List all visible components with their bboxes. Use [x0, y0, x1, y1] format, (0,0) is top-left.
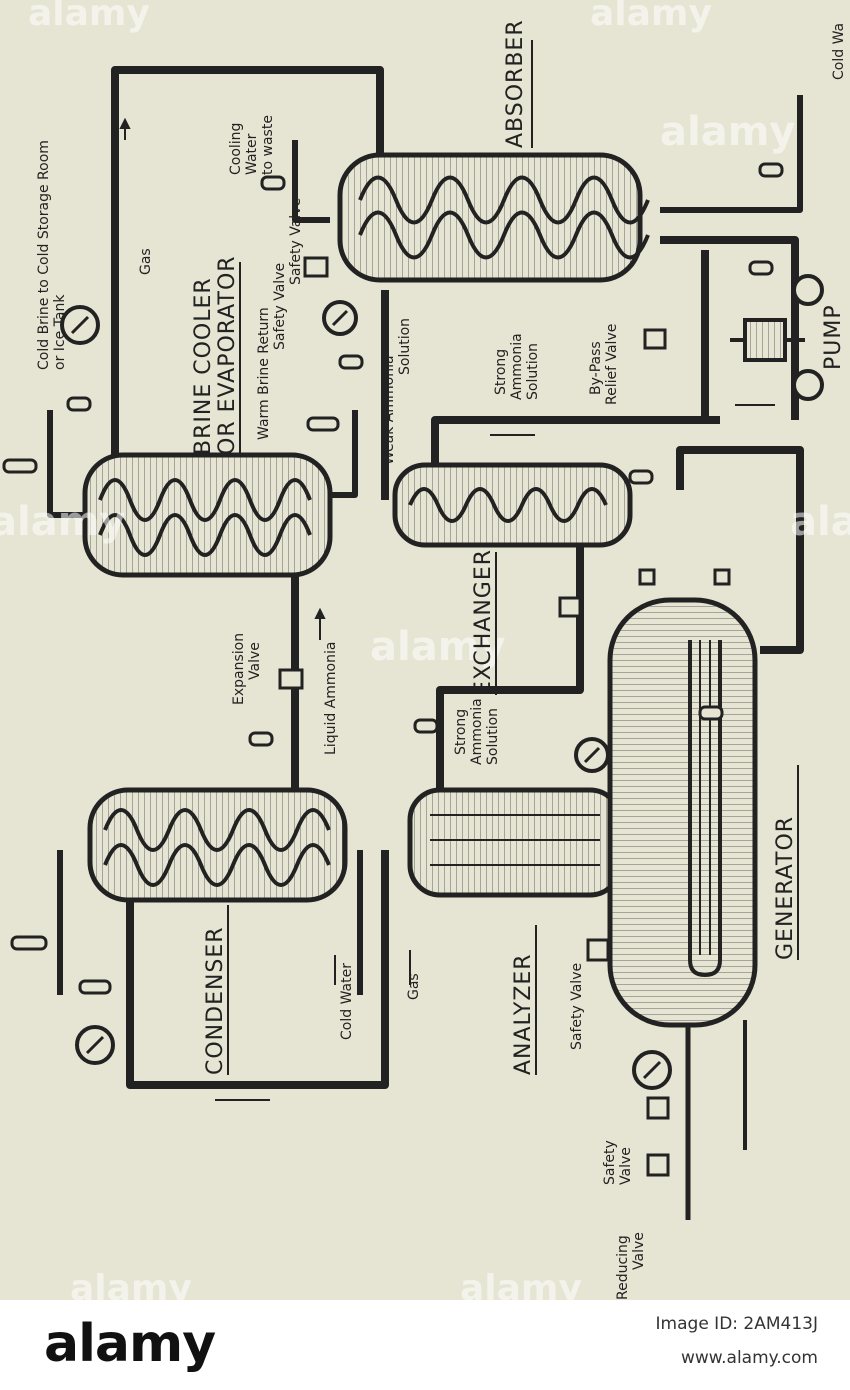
pressure-gauges [60, 300, 672, 1090]
exchanger-vessel [392, 462, 633, 548]
svg-text:Cooling: Cooling [228, 123, 244, 175]
component-titles: ABSORBER BRINE COOLER OR EVAPORATOR EXCH… [191, 19, 846, 1075]
svg-text:Warm Brine Return: Warm Brine Return [256, 307, 272, 440]
watermarks: alamy alamy alamy alamy alamy alamy alam… [0, 0, 850, 1300]
condenser-vessel [87, 787, 348, 903]
evaporator-vessel [82, 452, 333, 578]
svg-text:alamy: alamy [370, 624, 505, 670]
svg-text:Solution: Solution [397, 318, 413, 375]
svg-text:alamy: alamy [660, 109, 795, 155]
svg-text:By-Pass: By-Pass [588, 341, 604, 395]
svg-text:Strong: Strong [453, 709, 469, 755]
svg-text:alamy: alamy [590, 0, 712, 34]
svg-text:Cold Brine to Cold Storage Roo: Cold Brine to Cold Storage Room [36, 140, 52, 370]
svg-text:Safety Valve: Safety Valve [272, 263, 288, 350]
title-pump: PUMP [821, 304, 846, 370]
svg-text:Cold Wa: Cold Wa [831, 23, 847, 80]
analyzer-vessel [407, 787, 623, 898]
title-analyzer: ANALYZER [511, 953, 536, 1075]
title-brine-cooler: BRINE COOLER [191, 277, 216, 455]
svg-text:Safety Valve: Safety Valve [569, 963, 585, 1050]
valves [278, 256, 731, 1177]
svg-text:Ammonia: Ammonia [469, 698, 485, 765]
svg-text:Water: Water [244, 133, 260, 175]
flow-arrows [119, 117, 775, 1101]
svg-text:Solution: Solution [525, 343, 541, 400]
svg-text:Safety Valve: Safety Valve [288, 198, 304, 285]
brand-logo: alamy [44, 1314, 216, 1374]
stock-footer: alamy Image ID: 2AM413J www.alamy.com [0, 1300, 850, 1390]
svg-text:Strong: Strong [493, 349, 509, 395]
svg-text:Reducing: Reducing [615, 1235, 631, 1300]
svg-text:Solution: Solution [485, 708, 501, 765]
svg-text:alamy: alamy [790, 499, 850, 545]
title-evaporator: OR EVAPORATOR [215, 255, 240, 455]
piping [47, 66, 804, 1220]
svg-text:Liquid Ammonia: Liquid Ammonia [323, 642, 339, 755]
title-absorber: ABSORBER [503, 19, 528, 148]
generator-vessel [607, 597, 758, 1028]
refrigeration-diagram: alamy alamy alamy alamy alamy alamy alam… [0, 0, 850, 1300]
svg-text:alamy: alamy [460, 1268, 582, 1300]
svg-text:alamy: alamy [28, 0, 150, 34]
title-exchanger: EXCHANGER [471, 549, 496, 695]
svg-text:Relief Valve: Relief Valve [604, 324, 620, 405]
title-condenser: CONDENSER [203, 926, 228, 1075]
svg-text:alamy: alamy [0, 499, 125, 545]
svg-text:Ammonia: Ammonia [509, 333, 525, 400]
svg-text:Cold Water: Cold Water [339, 963, 355, 1040]
title-generator: GENERATOR [773, 816, 798, 960]
absorber-vessel [337, 152, 650, 283]
image-id: Image ID: 2AM413J [655, 1314, 818, 1334]
svg-text:Gas: Gas [406, 973, 422, 1000]
site-link[interactable]: www.alamy.com [680, 1348, 818, 1368]
svg-text:Weak Ammonia: Weak Ammonia [381, 355, 397, 465]
thermometers [2, 162, 784, 995]
svg-text:Valve: Valve [247, 642, 263, 680]
diagram-canvas: alamy alamy alamy alamy alamy alamy alam… [0, 0, 850, 1300]
svg-text:to waste: to waste [260, 115, 276, 175]
svg-text:alamy: alamy [70, 1268, 192, 1300]
svg-text:Safety: Safety [602, 1140, 618, 1185]
svg-text:Expansion: Expansion [231, 633, 247, 705]
svg-text:Valve: Valve [618, 1147, 634, 1185]
annotation-labels: Cold Brine to Cold Storage Room or Ice T… [36, 23, 847, 1300]
svg-text:Gas: Gas [138, 248, 154, 275]
svg-text:Valve: Valve [631, 1232, 647, 1270]
svg-text:or Ice Tank: or Ice Tank [52, 294, 68, 370]
pump-unit [730, 274, 824, 401]
